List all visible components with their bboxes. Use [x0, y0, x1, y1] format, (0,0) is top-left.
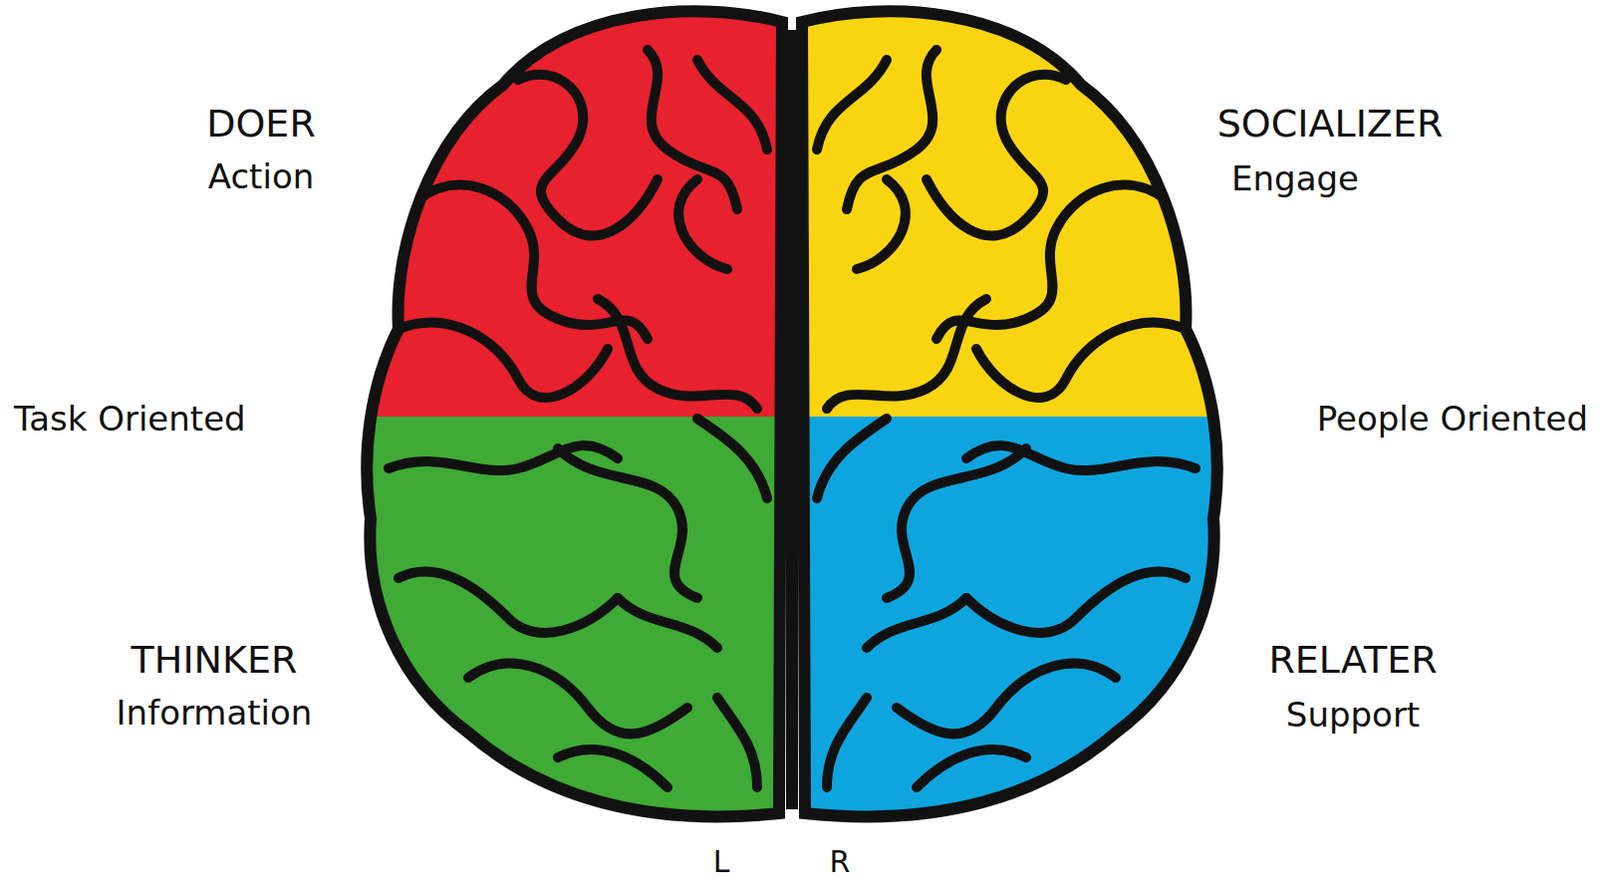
label-text: People Oriented [1317, 401, 1589, 436]
label-text: THINKER [131, 640, 298, 679]
label-text: Information [116, 695, 313, 730]
label-text: L [713, 846, 731, 877]
right-hemisphere [787, 0, 1256, 855]
brain-outline [801, 10, 1218, 816]
label-text: R [829, 846, 851, 877]
brain-folds [388, 49, 768, 788]
midline [786, 29, 799, 809]
label-text: Engage [1231, 161, 1359, 196]
label-text: RELATER [1268, 640, 1437, 679]
label-text: Support [1286, 697, 1420, 732]
label-text: DOER [206, 104, 316, 143]
label-text: SOCIALIZER [1217, 104, 1444, 143]
brain-outline [366, 10, 783, 816]
left-hemisphere [338, 0, 798, 855]
label-text: Task Oriented [13, 401, 247, 436]
label-text: Action [208, 159, 314, 194]
